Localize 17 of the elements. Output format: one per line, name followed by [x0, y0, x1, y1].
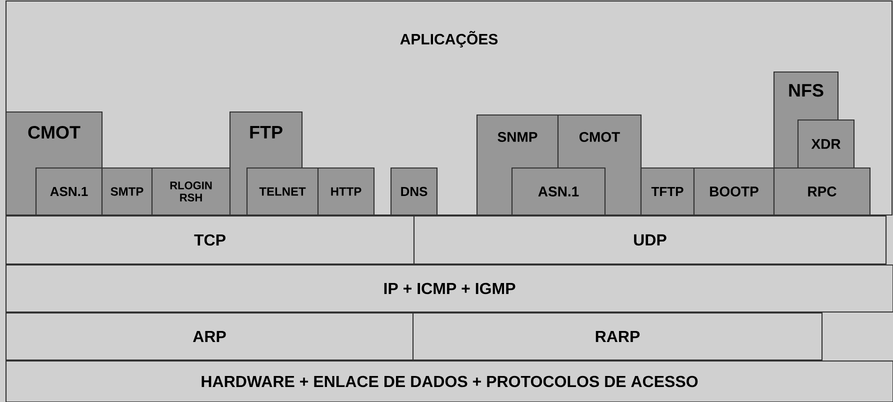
protocol-box: RPC: [773, 167, 871, 216]
protocol-box: DNS: [390, 167, 438, 216]
layer-band: UDP: [413, 215, 887, 265]
layer-band: ARP: [5, 312, 414, 361]
layer-band: IP + ICMP + IGMP: [5, 264, 893, 313]
protocol-box: HTTP: [317, 167, 375, 216]
protocol-box: TFTP: [640, 167, 695, 216]
layer-band: HARDWARE + ENLACE DE DADOS + PROTOCOLOS DE ACESSO: [5, 360, 893, 402]
layer-band: RARP: [412, 312, 823, 361]
protocol-box: ASN.1: [511, 167, 606, 216]
protocol-box: XDR: [797, 119, 855, 169]
protocol-box: SMTP: [101, 167, 153, 216]
protocol-box: BOOTP: [693, 167, 775, 216]
protocol-box: RLOGIN RSH: [151, 167, 231, 216]
protocol-box: TELNET: [246, 167, 319, 216]
layer-band: TCP: [5, 215, 415, 265]
protocol-box: ASN.1: [35, 167, 103, 216]
